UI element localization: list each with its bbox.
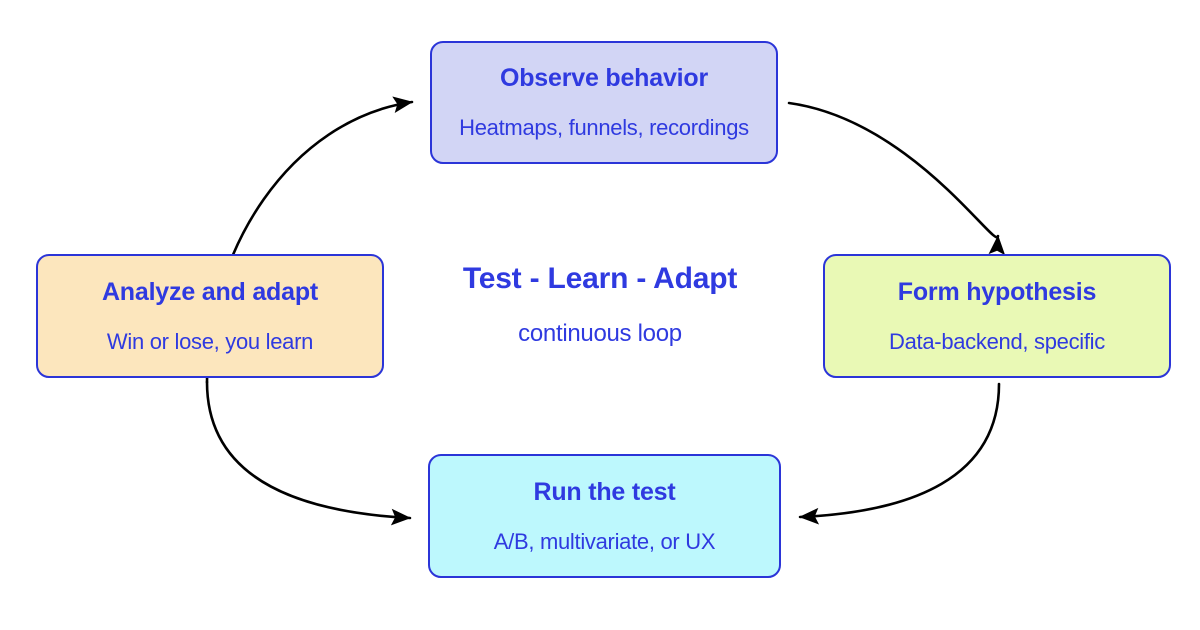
node-analyze-title: Analyze and adapt: [101, 277, 319, 306]
node-observe-title: Observe behavior: [499, 64, 708, 93]
node-analyze-subtitle: Win or lose, you learn: [106, 328, 314, 354]
node-run-title: Run the test: [533, 477, 676, 506]
node-run-subtitle: A/B, multivariate, or UX: [493, 528, 716, 554]
arrow-analyze-to-run: [205, 380, 412, 526]
node-hypothesis-title: Form hypothesis: [897, 277, 1097, 306]
node-run-the-test[interactable]: Run the test A/B, multivariate, or UX: [428, 454, 781, 578]
arrow-hypothesis-to-run: [798, 382, 1001, 525]
node-analyze-and-adapt[interactable]: Analyze and adapt Win or lose, you learn: [36, 254, 384, 378]
node-hypothesis-subtitle: Data-backend, specific: [889, 328, 1105, 354]
node-observe-subtitle: Heatmaps, funnels, recordings: [459, 115, 749, 141]
node-form-hypothesis[interactable]: Form hypothesis Data-backend, specific: [823, 254, 1171, 378]
center-title: Test - Learn - Adapt: [462, 262, 738, 295]
center-subtitle: continuous loop: [518, 320, 682, 347]
center-label: Test - Learn - Adapt continuous loop: [400, 262, 800, 348]
node-observe-behavior[interactable]: Observe behavior Heatmaps, funnels, reco…: [430, 41, 778, 164]
arrow-observe-to-hypothesis: [787, 101, 1006, 256]
